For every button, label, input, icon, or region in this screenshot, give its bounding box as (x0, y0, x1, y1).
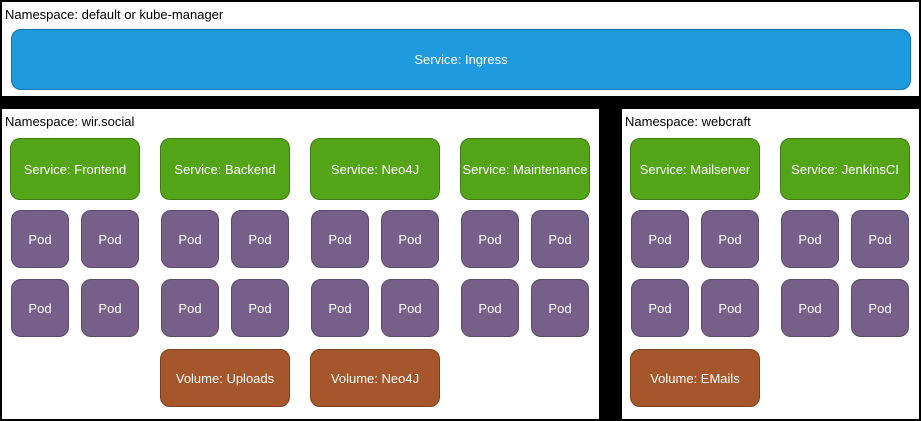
pod-box: Pod (231, 210, 289, 268)
namespace-default-panel: Namespace: default or kube-manager Servi… (0, 0, 921, 98)
pod-box: Pod (311, 210, 369, 268)
mailserver-column: Service: Mailserver Pod Pod Pod Pod Volu… (630, 109, 760, 419)
pod-box: Pod (161, 279, 219, 337)
pod-box: Pod (781, 279, 839, 337)
service-neo4j-box: Service: Neo4J (310, 138, 440, 200)
pod-box: Pod (311, 279, 369, 337)
pod-box: Pod (531, 210, 589, 268)
namespace-wir-social-label: Namespace: wir.social (5, 114, 135, 129)
pod-box: Pod (161, 210, 219, 268)
neo4j-column: Service: Neo4J Pod Pod Pod Pod Volume: N… (310, 109, 440, 419)
pod-box: Pod (11, 210, 69, 268)
pod-box: Pod (781, 210, 839, 268)
namespace-default-label: Namespace: default or kube-manager (5, 7, 224, 22)
namespace-wir-social-panel: Namespace: wir.social Service: Frontend … (0, 107, 601, 421)
pod-box: Pod (461, 279, 519, 337)
pod-box: Pod (851, 210, 909, 268)
pod-box: Pod (81, 279, 139, 337)
service-ingress-box: Service: Ingress (11, 29, 911, 90)
service-maintenance-box: Service: Maintenance (460, 138, 590, 200)
backend-column: Service: Backend Pod Pod Pod Pod Volume:… (160, 109, 290, 419)
pod-box: Pod (631, 210, 689, 268)
pod-box: Pod (531, 279, 589, 337)
pod-box: Pod (81, 210, 139, 268)
maintenance-column: Service: Maintenance Pod Pod Pod Pod (460, 109, 590, 419)
service-jenkinsci-box: Service: JenkinsCI (780, 138, 910, 200)
pod-box: Pod (381, 210, 439, 268)
service-mailserver-box: Service: Mailserver (630, 138, 760, 200)
pod-box: Pod (461, 210, 519, 268)
pod-box: Pod (631, 279, 689, 337)
namespace-webcraft-panel: Namespace: webcraft Service: Mailserver … (620, 107, 921, 421)
pod-box: Pod (231, 279, 289, 337)
volume-neo4j-box: Volume: Neo4J (310, 349, 440, 407)
pod-box: Pod (851, 279, 909, 337)
pod-box: Pod (11, 279, 69, 337)
pod-box: Pod (701, 210, 759, 268)
jenkinsci-column: Service: JenkinsCI Pod Pod Pod Pod (780, 109, 910, 419)
pod-box: Pod (701, 279, 759, 337)
volume-emails-box: Volume: EMails (630, 349, 760, 407)
namespace-webcraft-label: Namespace: webcraft (625, 114, 751, 129)
pod-box: Pod (381, 279, 439, 337)
frontend-column: Service: Frontend Pod Pod Pod Pod (10, 109, 140, 419)
volume-uploads-box: Volume: Uploads (160, 349, 290, 407)
service-backend-box: Service: Backend (160, 138, 290, 200)
service-frontend-box: Service: Frontend (10, 138, 140, 200)
